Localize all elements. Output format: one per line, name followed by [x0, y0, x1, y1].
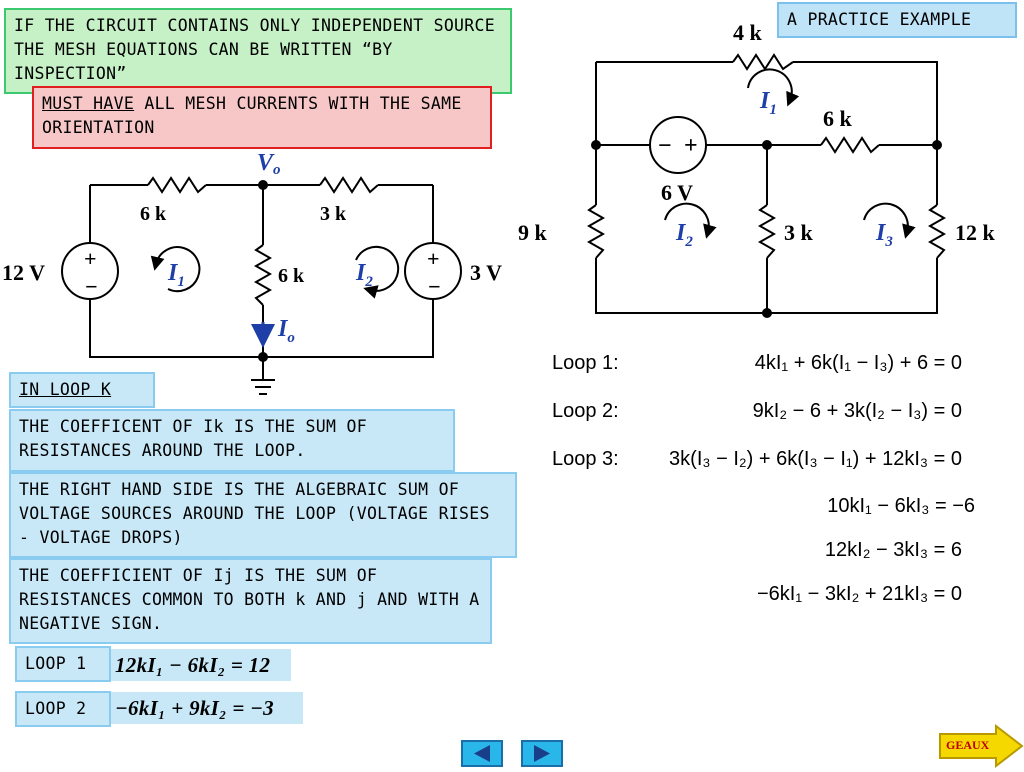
loop2-equation-text: −6kI₁ + 9kI₂ = −3: [115, 696, 274, 720]
resistor-3k-top: [319, 176, 379, 194]
mesh-by-inspection-statement: IF THE CIRCUIT CONTAINS ONLY INDEPENDENT…: [4, 8, 512, 94]
node-vo: [258, 180, 268, 190]
rule1-text: THE COEFFICENT OF Ik IS THE SUM OF RESIS…: [19, 417, 367, 460]
loop2-equation: −6kI₁ + 9kI₂ = −3: [111, 692, 303, 724]
geaux-label: GEAUX: [946, 738, 990, 752]
loop2-label-text: LOOP 2: [25, 699, 87, 718]
practice-example-text: A PRACTICE EXAMPLE: [787, 10, 972, 29]
label-4k: 4 k: [733, 20, 763, 45]
source-12v-minus: −: [85, 274, 98, 299]
voltage-source-3v: [404, 242, 462, 300]
resistor-6k-middle: [253, 244, 273, 306]
resistor-6k-right: [820, 136, 880, 154]
label-io: Io: [277, 316, 295, 346]
ground-icon: [251, 379, 275, 395]
label-6k-middle: 6 k: [278, 265, 305, 287]
label-vo: Vo: [257, 150, 281, 178]
practice-loop1-label: Loop 1:: [552, 352, 619, 374]
label-mesh-i3-right: I3: [875, 220, 893, 250]
loop1-label: LOOP 1: [15, 646, 111, 682]
resistor-6k-top: [147, 176, 207, 194]
label-6k-top: 6 k: [140, 203, 167, 225]
label-mesh-i1-right: I1: [759, 88, 777, 118]
loop1-equation: 12kI₁ − 6kI₂ = 12: [111, 649, 291, 681]
in-loop-k-title: IN LOOP K: [9, 372, 155, 408]
label-3k-right: 3 k: [784, 220, 814, 245]
practice-example-label: A PRACTICE EXAMPLE: [777, 2, 1017, 38]
node-bottom-right: [762, 308, 772, 318]
label-12v: 12 V: [2, 260, 45, 285]
resistor-12k: [927, 204, 947, 259]
geaux-arrow-icon: [939, 723, 1024, 769]
rule-coefficient-ik: THE COEFFICENT OF Ik IS THE SUM OF RESIS…: [9, 409, 455, 472]
source-6v-minus: −: [658, 133, 672, 159]
practice-loop1-equation: 4kI₁ + 6k(I₁ − I₃) + 6 = 0: [755, 352, 962, 374]
label-6v: 6 V: [661, 180, 693, 205]
left-arrow-icon: [474, 745, 490, 762]
geaux-button[interactable]: GEAUX: [938, 723, 1024, 769]
in-loop-k-text: IN LOOP K: [19, 380, 112, 399]
source-12v-plus: +: [84, 246, 97, 271]
label-6k-right: 6 k: [823, 106, 853, 131]
source-3v-plus: +: [427, 246, 440, 271]
mesh-i2-arc-icon: [355, 245, 400, 299]
label-mesh-i2-right: I2: [675, 220, 693, 250]
loop2-label: LOOP 2: [15, 691, 111, 727]
label-12k: 12 k: [955, 220, 996, 245]
resistor-3k-right: [757, 204, 777, 259]
rule2-text: THE RIGHT HAND SIDE IS THE ALGEBRAIC SUM…: [19, 480, 490, 547]
rule3-text: THE COEFFICIENT OF Ij IS THE SUM OF RESI…: [19, 566, 480, 633]
loop1-equation-text: 12kI₁ − 6kI₂ = 12: [115, 653, 271, 677]
mesh-i3-right-arc-icon: [863, 202, 916, 239]
practice-loop3-equation: 3k(I₃ − I₂) + 6k(I₃ − I₁) + 12kI₃ = 0: [669, 448, 962, 470]
node-center: [762, 140, 772, 150]
label-3k-top: 3 k: [320, 203, 347, 225]
mesh-i2-right-arc-icon: [664, 202, 717, 239]
voltage-source-12v: [61, 242, 119, 300]
mesh-i1-right-arc-icon: [747, 68, 800, 107]
practice-loop2-label: Loop 2:: [552, 400, 619, 422]
resistor-4k: [732, 53, 794, 71]
voltage-source-6v: [649, 116, 707, 174]
system-equation-1: 10kI₁ − 6kI₃ = −6: [827, 495, 975, 517]
system-equation-3: −6kI₁ − 3kI₂ + 21kI₃ = 0: [757, 583, 962, 605]
loop1-label-text: LOOP 1: [25, 654, 87, 673]
back-button[interactable]: [461, 740, 503, 767]
mesh-i1-arc-icon: [150, 246, 201, 293]
node-bottom: [258, 352, 268, 362]
system-equation-2: 12kI₂ − 3kI₃ = 6: [825, 539, 962, 561]
node-left: [591, 140, 601, 150]
rule-coefficient-ij: THE COEFFICIENT OF Ij IS THE SUM OF RESI…: [9, 558, 492, 644]
node-right: [932, 140, 942, 150]
label-mesh-i2-left: I2: [355, 260, 373, 290]
source-6v-plus: +: [684, 133, 698, 159]
source-3v-minus: −: [428, 274, 441, 299]
resistor-9k: [586, 204, 606, 259]
left-circuit: [61, 176, 462, 395]
practice-loop3-label: Loop 3:: [552, 448, 619, 470]
label-mesh-i1-left: I1: [167, 260, 185, 290]
orientation-text: ALL MESH CURRENTS WITH THE SAME ORIENTAT…: [42, 94, 462, 137]
statement-text: IF THE CIRCUIT CONTAINS ONLY INDEPENDENT…: [14, 16, 495, 83]
orientation-requirement: MUST HAVE ALL MESH CURRENTS WITH THE SAM…: [32, 86, 492, 149]
rule-right-hand-side: THE RIGHT HAND SIDE IS THE ALGEBRAIC SUM…: [9, 472, 517, 558]
practice-loop2-equation: 9kI₂ − 6 + 3k(I₂ − I₃) = 0: [753, 400, 962, 422]
must-have-label: MUST HAVE: [42, 94, 135, 113]
label-9k: 9 k: [518, 220, 548, 245]
label-3v: 3 V: [470, 260, 502, 285]
forward-button[interactable]: [521, 740, 563, 767]
right-arrow-icon: [534, 745, 550, 762]
